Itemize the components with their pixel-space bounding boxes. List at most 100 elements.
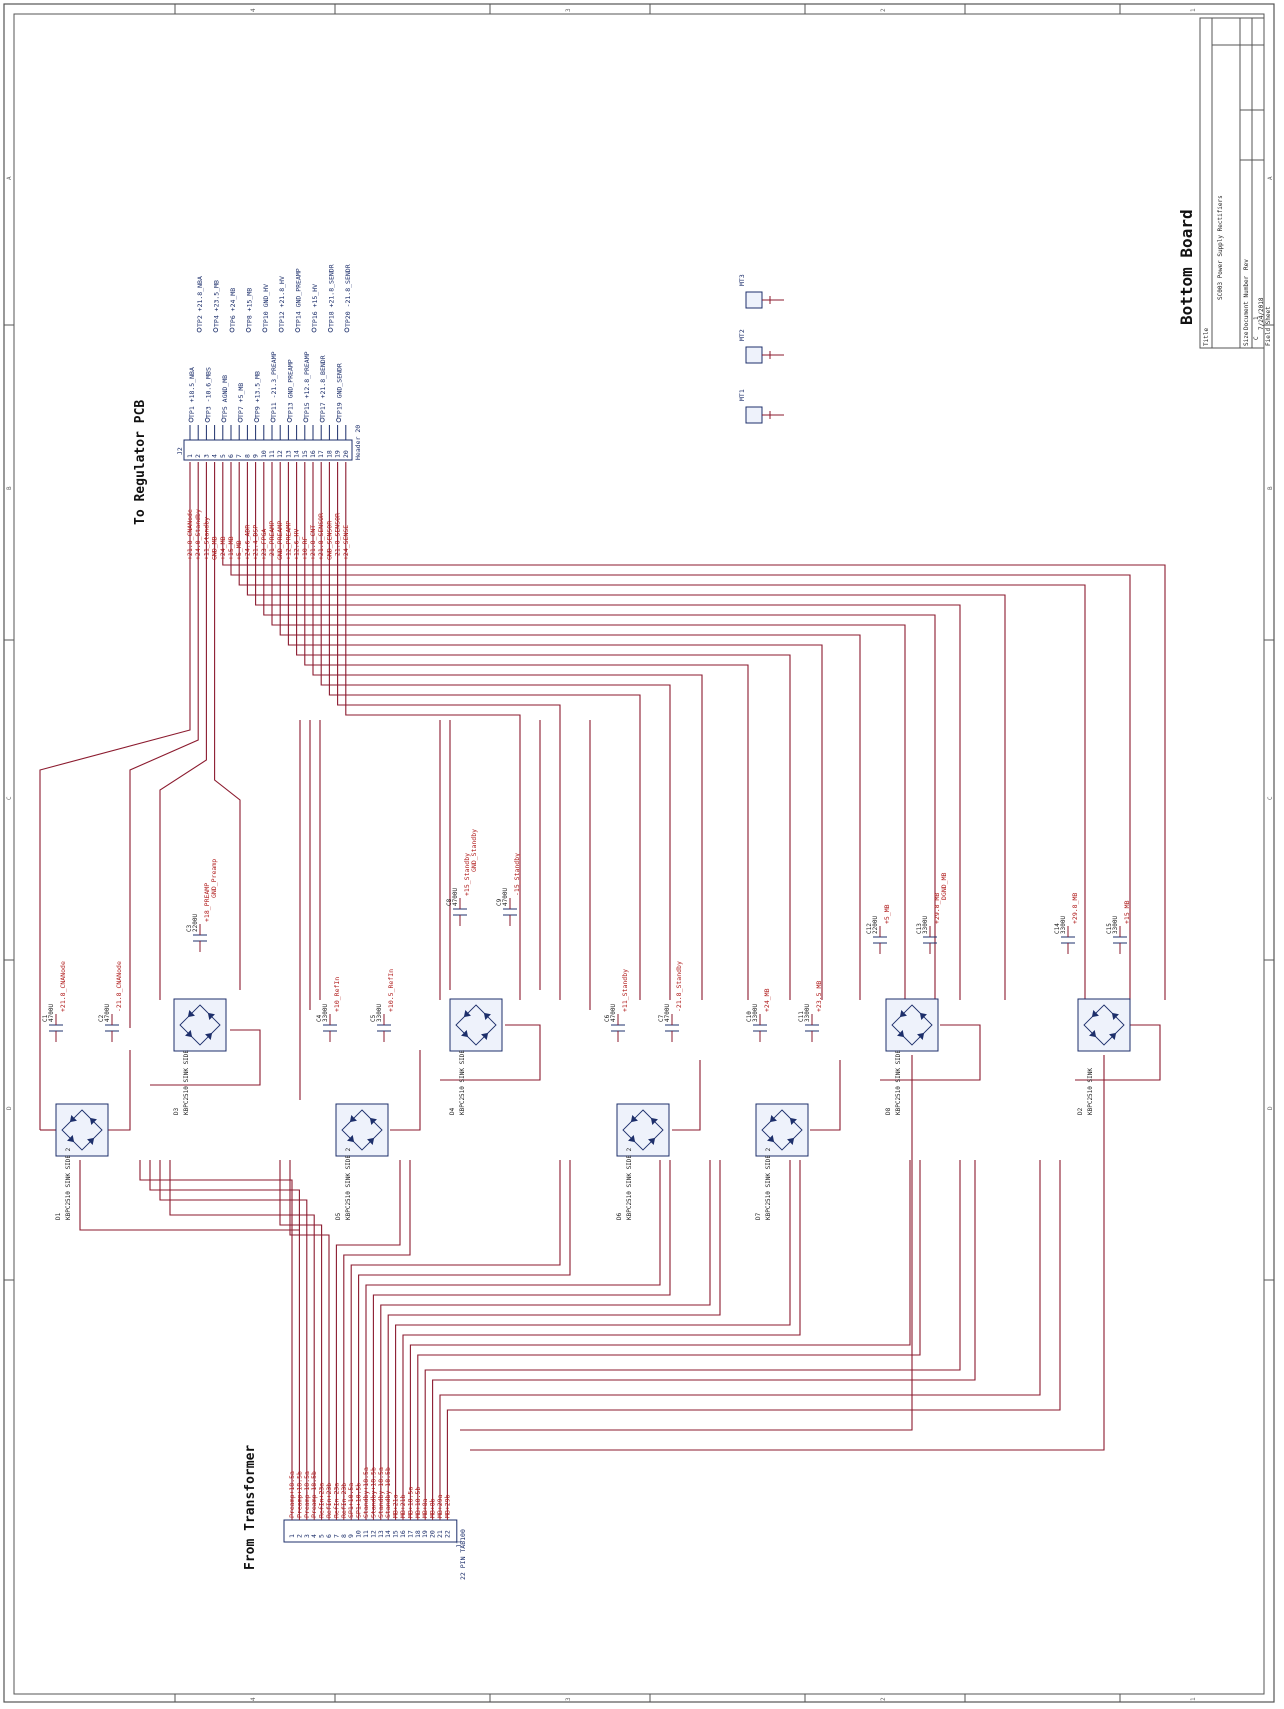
j2-pin-number: 15 <box>301 450 309 458</box>
sheet-border <box>3 3 1275 1703</box>
zone-left-label: C <box>6 796 13 800</box>
j2-ref: J2 <box>176 447 184 455</box>
zone-bottom-label: 4 <box>250 1697 257 1701</box>
j1-net-label: Preamp+18.5b <box>295 1471 303 1518</box>
j1-net-label: MB+21a <box>392 1494 400 1518</box>
zone-left-label: A <box>6 176 13 180</box>
j2-testpoint-label: TP15 +12.8_PREAMP <box>303 351 311 418</box>
j1-net-label: MB+18.5a <box>406 1487 414 1518</box>
j1-net-label: Preamp+18.5a <box>288 1471 296 1518</box>
j2-net-label: GND_MB <box>211 536 219 560</box>
capacitor-value: 3300U <box>752 1004 759 1022</box>
j2-testpoint-label: TP2 +21.8_NBA <box>196 276 204 327</box>
j2-net-label: +23_FPGA <box>260 529 268 560</box>
capacitor-net-label: +18_PREAMP <box>203 883 211 922</box>
capacitor-ref: C5 <box>370 1014 377 1022</box>
j2-pin-number: 4 <box>211 454 219 458</box>
capacitor-value: 2200U <box>192 914 199 932</box>
mounting-hole-label: MT1 <box>738 389 746 401</box>
title-block: Title SC003 Power Supply Rectifiers Size… <box>1199 17 1272 349</box>
j1-net-label: RefIn+23b <box>325 1483 333 1518</box>
capacitor-net-label: +23.5_MB <box>815 981 823 1012</box>
capacitor-ref: C12 <box>866 923 873 934</box>
capacitor-value: 4700U <box>452 888 459 906</box>
capacitor-ref: C7 <box>658 1014 665 1022</box>
j2-net-label: +24_MB <box>219 536 227 560</box>
bridge-ref: D7 <box>755 1212 762 1220</box>
j1-ref: J1 <box>455 1540 463 1548</box>
j1-pin-number: 17 <box>406 1530 414 1538</box>
date-value: 7/24/2018 <box>1258 297 1265 330</box>
j1-pin-number: 8 <box>340 1534 348 1538</box>
capacitor-net-label: +15_MB <box>1123 900 1131 924</box>
j2-testpoint-label: TP8 +15_MB <box>245 288 253 327</box>
bridge-ref: D5 <box>335 1212 342 1220</box>
j1-pin-number: 4 <box>310 1534 318 1538</box>
j1-pin-number: 21 <box>436 1530 444 1538</box>
j2-testpoint-label: TP17 +21.8_BENDR <box>319 355 327 418</box>
j2-testpoint-label: TP7 +5_MB <box>237 383 245 418</box>
j2-pin-number: 19 <box>334 450 342 458</box>
size-label: Size <box>1243 331 1250 346</box>
j2-pin-number: 11 <box>268 450 276 458</box>
capacitor-net2-label: GND_Preamp <box>210 859 218 898</box>
j1-part: 22 PIN TAB100 <box>459 1529 467 1580</box>
capacitor-value: 3300U <box>1112 916 1119 934</box>
capacitor-value: 4700U <box>664 1004 671 1022</box>
title-label: Title <box>1203 328 1210 346</box>
mounting-hole-label: MT3 <box>738 274 746 286</box>
mounting-hole-label: MT2 <box>738 329 746 341</box>
j2-net-label: GND_PREAMP <box>276 521 284 560</box>
j2-testpoint-label: TP18 +21.8_SENDR <box>327 264 335 327</box>
j2-testpoint-label: TP10 GND_HV <box>262 284 270 327</box>
j2-net-label: +24_SENSE <box>342 525 350 560</box>
j2-net-label: +15_MB <box>227 536 235 560</box>
j1-pin-number: 2 <box>295 1534 303 1538</box>
capacitor-ref: C8 <box>446 898 453 906</box>
j2-testpoint-label: TP16 +15_HV <box>311 284 319 327</box>
j1-pin-number: 15 <box>392 1530 400 1538</box>
j2-pin-number: 5 <box>219 454 227 458</box>
capacitor-net-label: -21.8_CNANode <box>115 961 123 1012</box>
bridge-part: KBPC2510 SINK SIDE <box>895 1050 902 1115</box>
bridge-part: KBPC2510 SINK SIDE 2 <box>345 1147 352 1220</box>
j1-net-label: RefIn+23a <box>318 1483 326 1518</box>
j2-pin-number: 1 <box>186 454 194 458</box>
j1-pin-number: 6 <box>325 1534 333 1538</box>
j1-net-label: Standby-18.5a <box>377 1467 385 1518</box>
capacitor-ref: C2 <box>98 1014 105 1022</box>
j2-pin-number: 20 <box>342 450 350 458</box>
j2-testpoint-label: TP14 GND_PREAMP <box>295 268 303 327</box>
capacitor-ref: C13 <box>916 923 923 934</box>
j2-net-label: +12_PREAMP <box>284 521 292 560</box>
capacitor-ref: C3 <box>186 924 193 932</box>
j2-net-label: +21.8_SENSOR <box>317 513 325 560</box>
bridge-part: KBPC2510 SINK <box>1087 1068 1094 1115</box>
j2-pin-number: 10 <box>260 450 268 458</box>
j2-testpoint-label: TP12 +21.8_HV <box>278 276 286 327</box>
j2-net-label: GND_SENSOR <box>325 521 333 560</box>
capacitor-net-label: +10_RefIn <box>333 977 341 1012</box>
mounting-holes: MT1 MT2 MT3 <box>738 274 784 424</box>
capacitor-ref: C10 <box>746 1011 753 1022</box>
j1-pin-number: 18 <box>414 1530 422 1538</box>
j2-pin-number: 9 <box>252 454 260 458</box>
j1-net-label: SP1+10.5b <box>355 1483 363 1518</box>
zone-right-label: A <box>1267 176 1274 180</box>
j2-net-label: +24.0_Standby <box>194 509 202 560</box>
capacitor-net-label: +29.8_MB <box>933 893 941 924</box>
j2-net-label: +24.6_ADR <box>243 525 251 560</box>
capacitor-ref: C4 <box>316 1014 323 1022</box>
bridge-ref: D6 <box>616 1212 623 1220</box>
